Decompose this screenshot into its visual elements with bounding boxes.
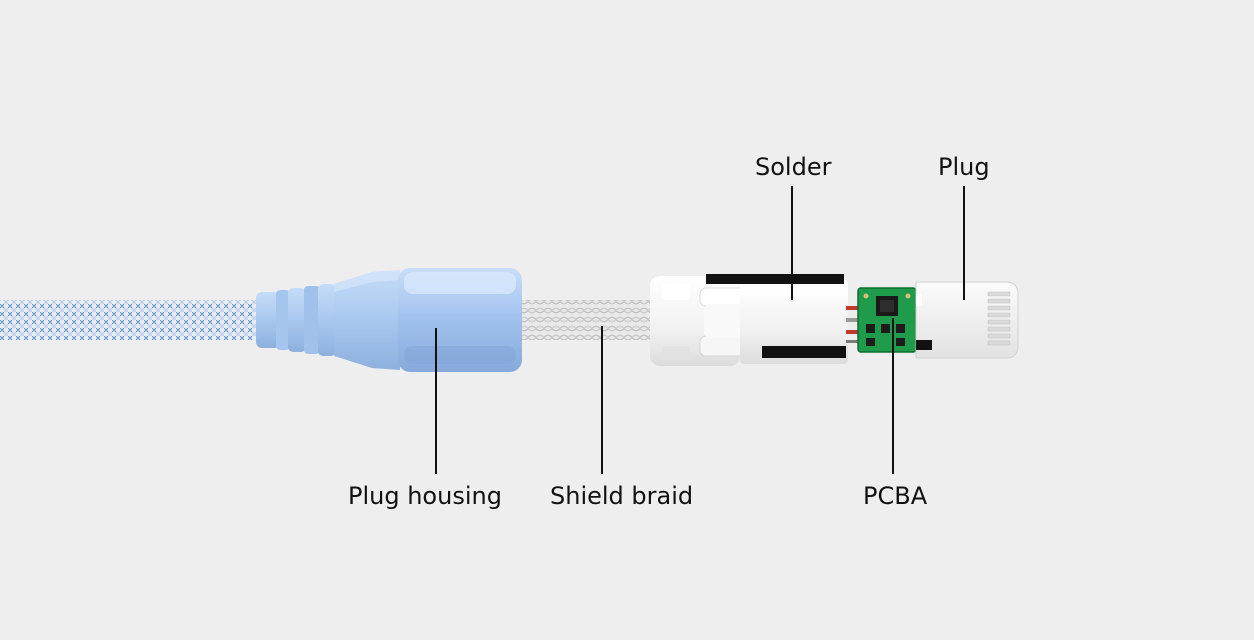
braided-cable <box>0 300 262 340</box>
strain-relief <box>256 270 400 370</box>
lightning-plug <box>915 281 1019 359</box>
pcba-label: PCBA <box>863 482 928 510</box>
inner-mold <box>650 276 753 366</box>
plug-contacts <box>987 291 1011 346</box>
wires <box>846 306 860 343</box>
plug-housing <box>398 268 522 372</box>
plug-housing-label: Plug housing <box>348 482 502 510</box>
solder-label: Solder <box>755 153 832 181</box>
solder-shell <box>706 274 848 364</box>
shield-braid-label: Shield braid <box>550 482 694 510</box>
pcba-board <box>857 287 917 353</box>
shield-braid <box>522 300 656 340</box>
plug-label: Plug <box>938 153 990 181</box>
